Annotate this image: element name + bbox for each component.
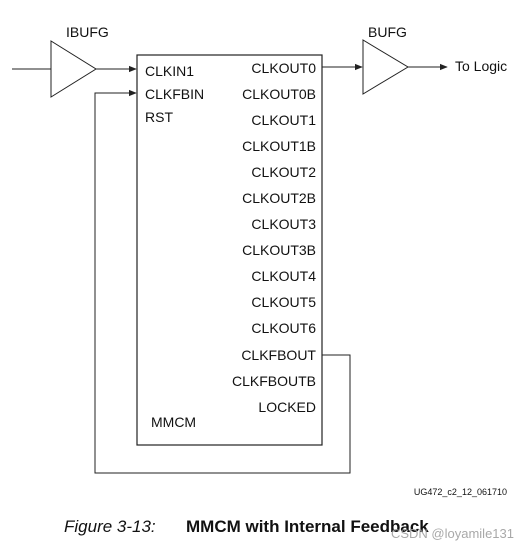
caption-title: MMCM with Internal Feedback xyxy=(186,517,429,536)
pin-clkfboutb: CLKFBOUTB xyxy=(232,373,316,389)
mmcm-block xyxy=(136,54,323,446)
pin-clkin1: CLKIN1 xyxy=(145,63,194,79)
bufg-label: BUFG xyxy=(368,24,407,40)
to-logic-label: To Logic xyxy=(455,58,507,74)
pin-clkout1: CLKOUT1 xyxy=(251,112,316,128)
bufg-buffer xyxy=(362,39,409,95)
figure-id: UG472_c2_12_061710 xyxy=(414,487,507,497)
pin-clkout4: CLKOUT4 xyxy=(251,268,316,284)
internal-feedback-wire xyxy=(94,89,351,474)
pin-clkout0: CLKOUT0 xyxy=(251,60,316,76)
pin-clkfbin: CLKFBIN xyxy=(145,86,204,102)
pin-clkfbout: CLKFBOUT xyxy=(241,347,316,363)
pin-clkout2: CLKOUT2 xyxy=(251,164,316,180)
mmcm-output-pins: CLKOUT0 CLKOUT0B CLKOUT1 CLKOUT1B CLKOUT… xyxy=(232,60,316,415)
watermark: CSDN @loyamile131 xyxy=(391,526,514,541)
pin-locked: LOCKED xyxy=(258,399,316,415)
pin-clkout5: CLKOUT5 xyxy=(251,294,316,310)
pin-clkout6: CLKOUT6 xyxy=(251,320,316,336)
ibufg-buffer xyxy=(50,40,97,98)
caption-number: Figure 3-13: xyxy=(64,517,156,536)
mmcm-block-label: MMCM xyxy=(151,414,196,430)
mmcm-input-pins: CLKIN1 CLKFBIN RST xyxy=(145,63,204,125)
pin-clkout1b: CLKOUT1B xyxy=(242,138,316,154)
pin-clkout3: CLKOUT3 xyxy=(251,216,316,232)
pin-clkout0b: CLKOUT0B xyxy=(242,86,316,102)
pin-clkout3b: CLKOUT3B xyxy=(242,242,316,258)
pin-clkout2b: CLKOUT2B xyxy=(242,190,316,206)
ibufg-label: IBUFG xyxy=(66,24,109,40)
pin-rst: RST xyxy=(145,109,173,125)
